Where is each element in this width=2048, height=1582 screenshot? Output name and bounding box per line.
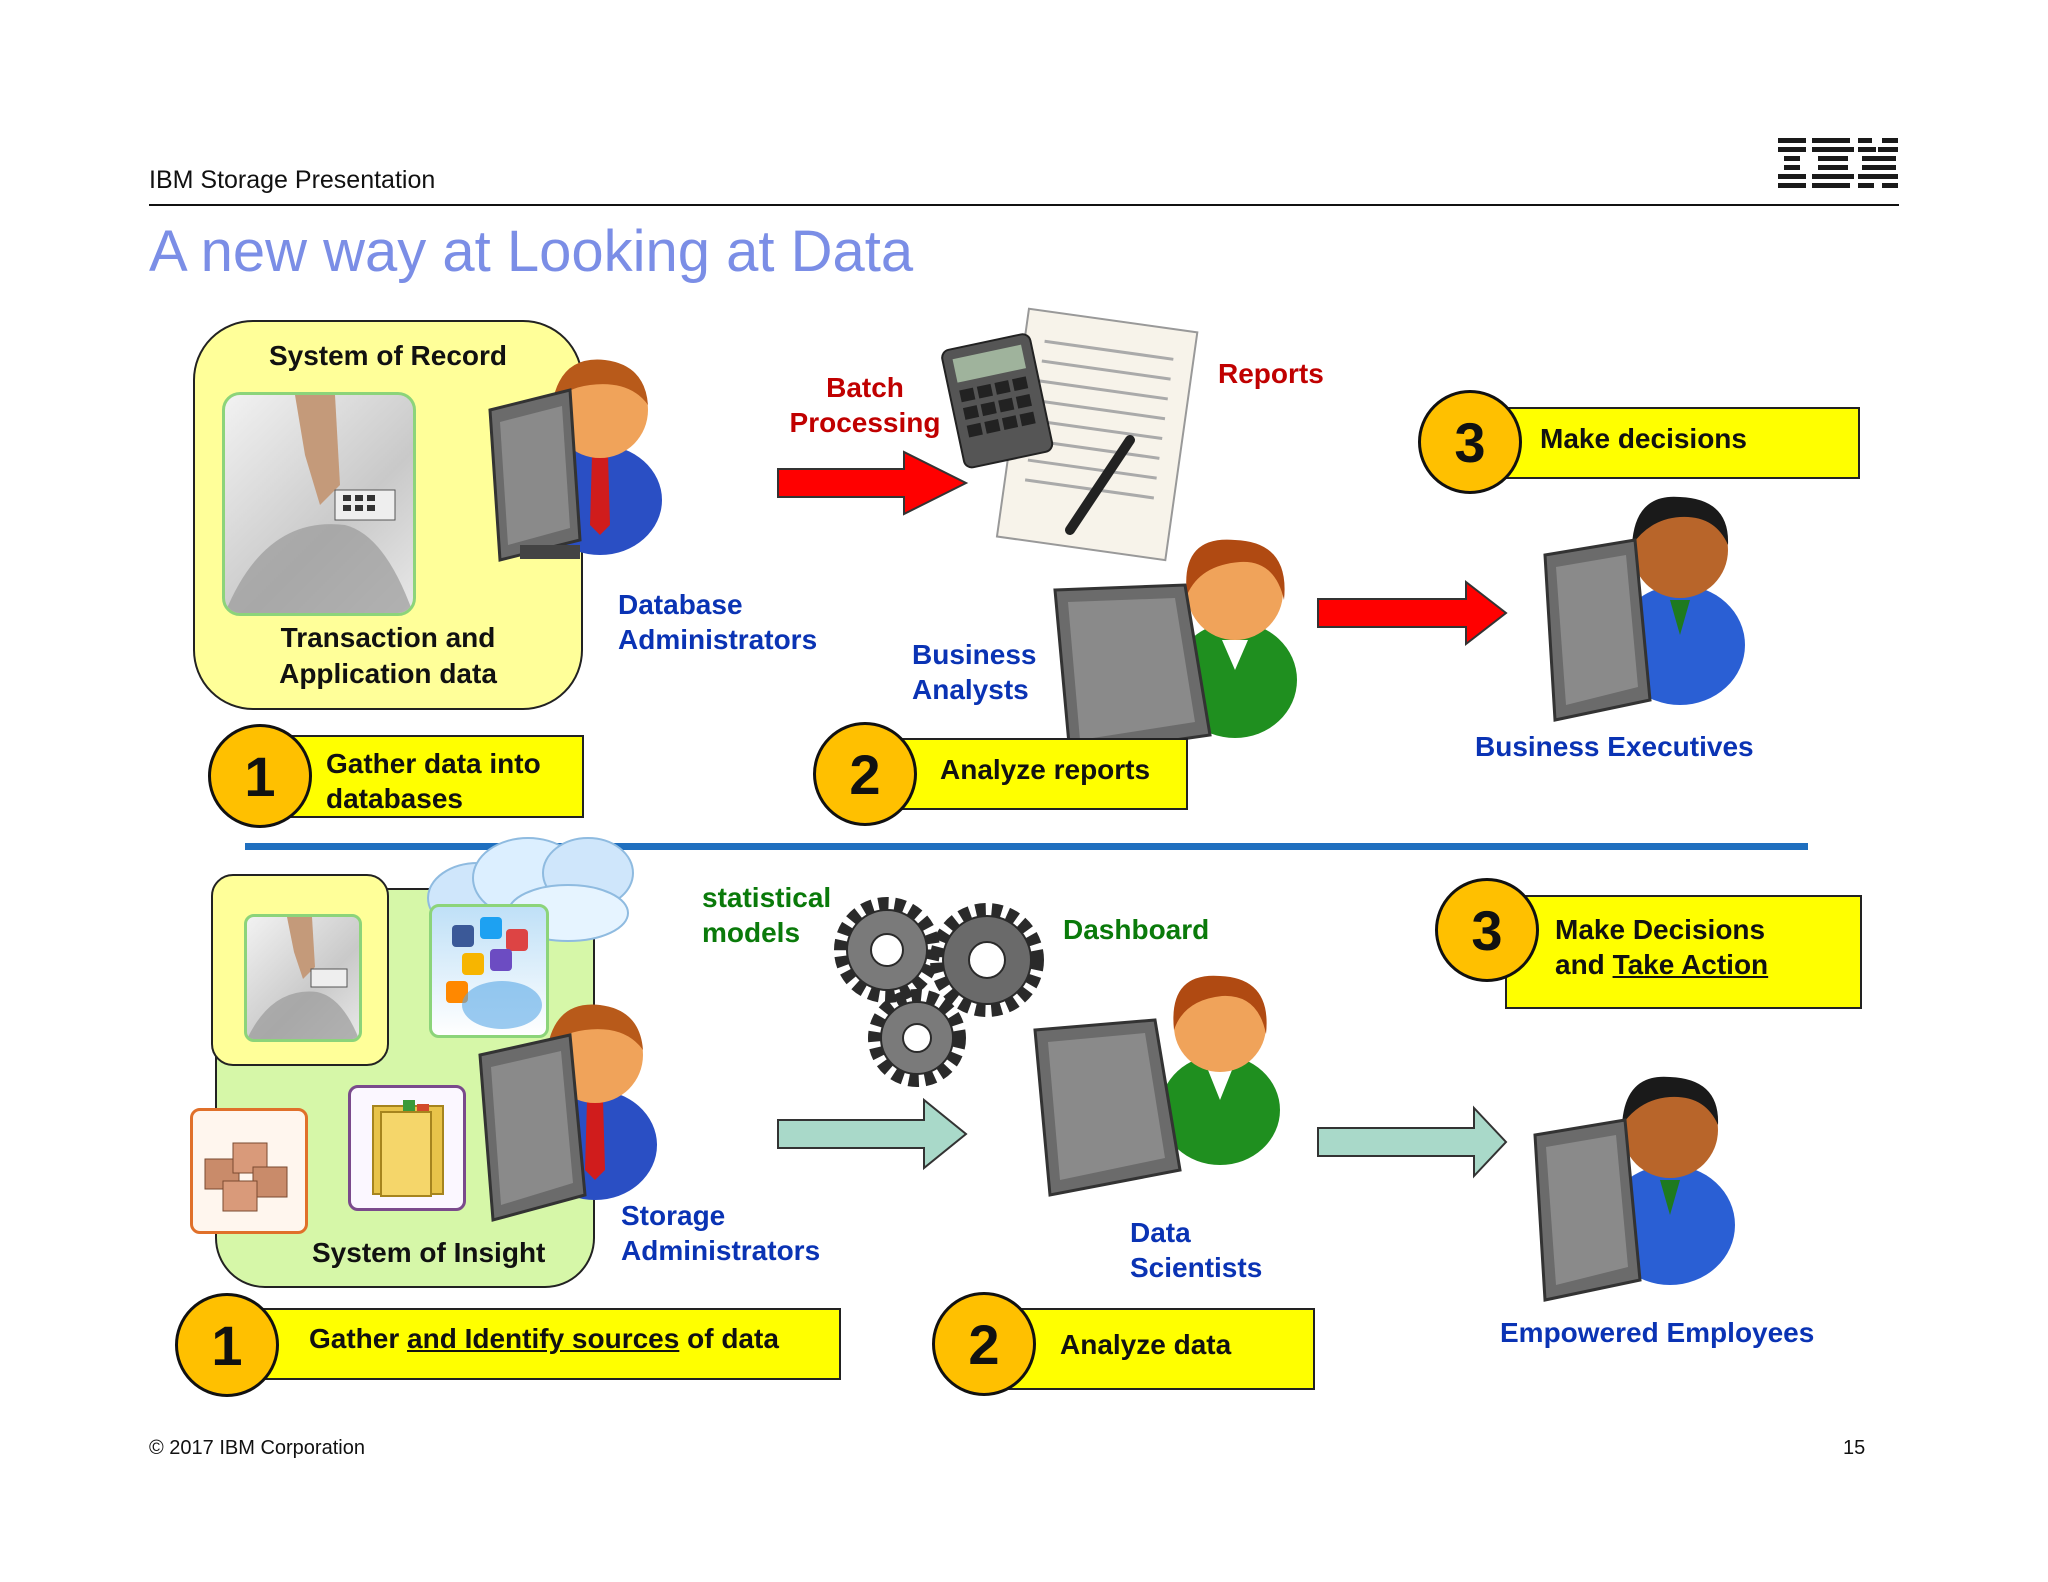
hand-card-icon xyxy=(225,395,413,613)
section-divider xyxy=(245,843,1808,850)
person-computer-icon-dba xyxy=(488,359,662,562)
transaction-photo xyxy=(222,392,416,616)
employees-label: Empowered Employees xyxy=(1500,1317,1815,1348)
top-step-3-text: Make decisions xyxy=(1540,423,1747,454)
models-label-1: statistical xyxy=(702,882,832,913)
arrow-analysis-to-employees xyxy=(1317,1105,1508,1179)
top-step-2-text: Analyze reports xyxy=(940,754,1151,785)
analysts-label-1: Business xyxy=(912,639,1037,670)
arrow-sources-to-analysis xyxy=(777,1097,968,1171)
system-of-record-caption-2: Application data xyxy=(279,658,497,689)
person-computer-icon-executive xyxy=(1543,496,1745,722)
documents-source-image xyxy=(348,1085,466,1211)
reports-document-icon xyxy=(941,307,1199,562)
storage-admin-label-2: Administrators xyxy=(621,1235,821,1266)
top-step-3-number: 3 xyxy=(1418,390,1522,494)
bottom-step-1-box xyxy=(226,1308,841,1380)
header-rule xyxy=(149,204,1899,206)
top-step-2-number: 2 xyxy=(813,722,917,826)
system-of-insight-title: System of Insight xyxy=(312,1237,546,1268)
dba-label-2: Administrators xyxy=(618,624,818,655)
system-of-record-title: System of Record xyxy=(268,340,508,371)
social-media-sources-image xyxy=(429,904,549,1038)
bottom-step-2-number: 2 xyxy=(932,1292,1036,1396)
models-label-2: models xyxy=(702,917,801,948)
scientists-label-1: Data xyxy=(1130,1217,1191,1248)
bottom-step-3-number: 3 xyxy=(1435,878,1539,982)
reports-label: Reports xyxy=(1218,358,1324,389)
bottom-step-2-box xyxy=(990,1308,1315,1390)
person-computer-icon-analyst xyxy=(1053,539,1297,757)
executives-label: Business Executives xyxy=(1475,731,1754,762)
top-step-1-text-2: databases xyxy=(326,783,463,814)
gears-icon xyxy=(834,897,1044,1087)
presentation-label: IBM Storage Presentation xyxy=(149,166,436,194)
social-icons-cluster-icon xyxy=(446,917,542,1029)
storage-admin-label-1: Storage xyxy=(621,1200,726,1231)
batch-label-2: Processing xyxy=(789,407,941,438)
bottom-step-3-text-1: Make Decisions xyxy=(1555,914,1766,945)
bottom-step-3-text-2: and Take Action xyxy=(1555,949,1769,980)
person-computer-icon-storage-admin xyxy=(478,1004,657,1222)
bottom-step-3-box xyxy=(1505,895,1862,1009)
bottom-step-1-text: Gather and Identify sources of data xyxy=(309,1323,779,1354)
bottom-step-1-number: 1 xyxy=(175,1293,279,1397)
ibm-logo-icon xyxy=(1778,138,1898,188)
analysts-label-2: Analysts xyxy=(912,674,1029,705)
arrow-batch-to-reports xyxy=(777,450,969,516)
page-number: 15 xyxy=(1843,1437,1866,1459)
copyright: © 2017 IBM Corporation xyxy=(149,1437,365,1459)
top-step-3-box xyxy=(1480,407,1860,479)
boxes-icon xyxy=(204,1142,288,1212)
arrow-analysts-to-executives xyxy=(1317,579,1508,647)
dba-label-1: Database xyxy=(618,589,743,620)
cloud-icon xyxy=(427,837,634,942)
bottom-step-2-text: Analyze data xyxy=(1060,1329,1232,1360)
top-step-1-text-1: Gather data into xyxy=(326,748,541,779)
hand-card-small-icon xyxy=(247,917,359,1039)
dashboard-label: Dashboard xyxy=(1063,914,1210,945)
archive-source-image xyxy=(190,1108,308,1234)
person-computer-icon-employee xyxy=(1533,1076,1735,1302)
folder-icon xyxy=(372,1100,444,1197)
scientists-label-2: Scientists xyxy=(1130,1252,1263,1283)
insight-transaction-photo xyxy=(244,914,362,1042)
top-step-1-number: 1 xyxy=(208,724,312,828)
person-computer-icon-scientist xyxy=(1033,975,1280,1197)
system-of-record-caption-1: Transaction and xyxy=(280,622,496,653)
batch-label-1: Batch xyxy=(826,372,904,403)
ibm-logo xyxy=(1778,138,1898,195)
slide-title: A new way at Looking at Data xyxy=(149,219,914,284)
